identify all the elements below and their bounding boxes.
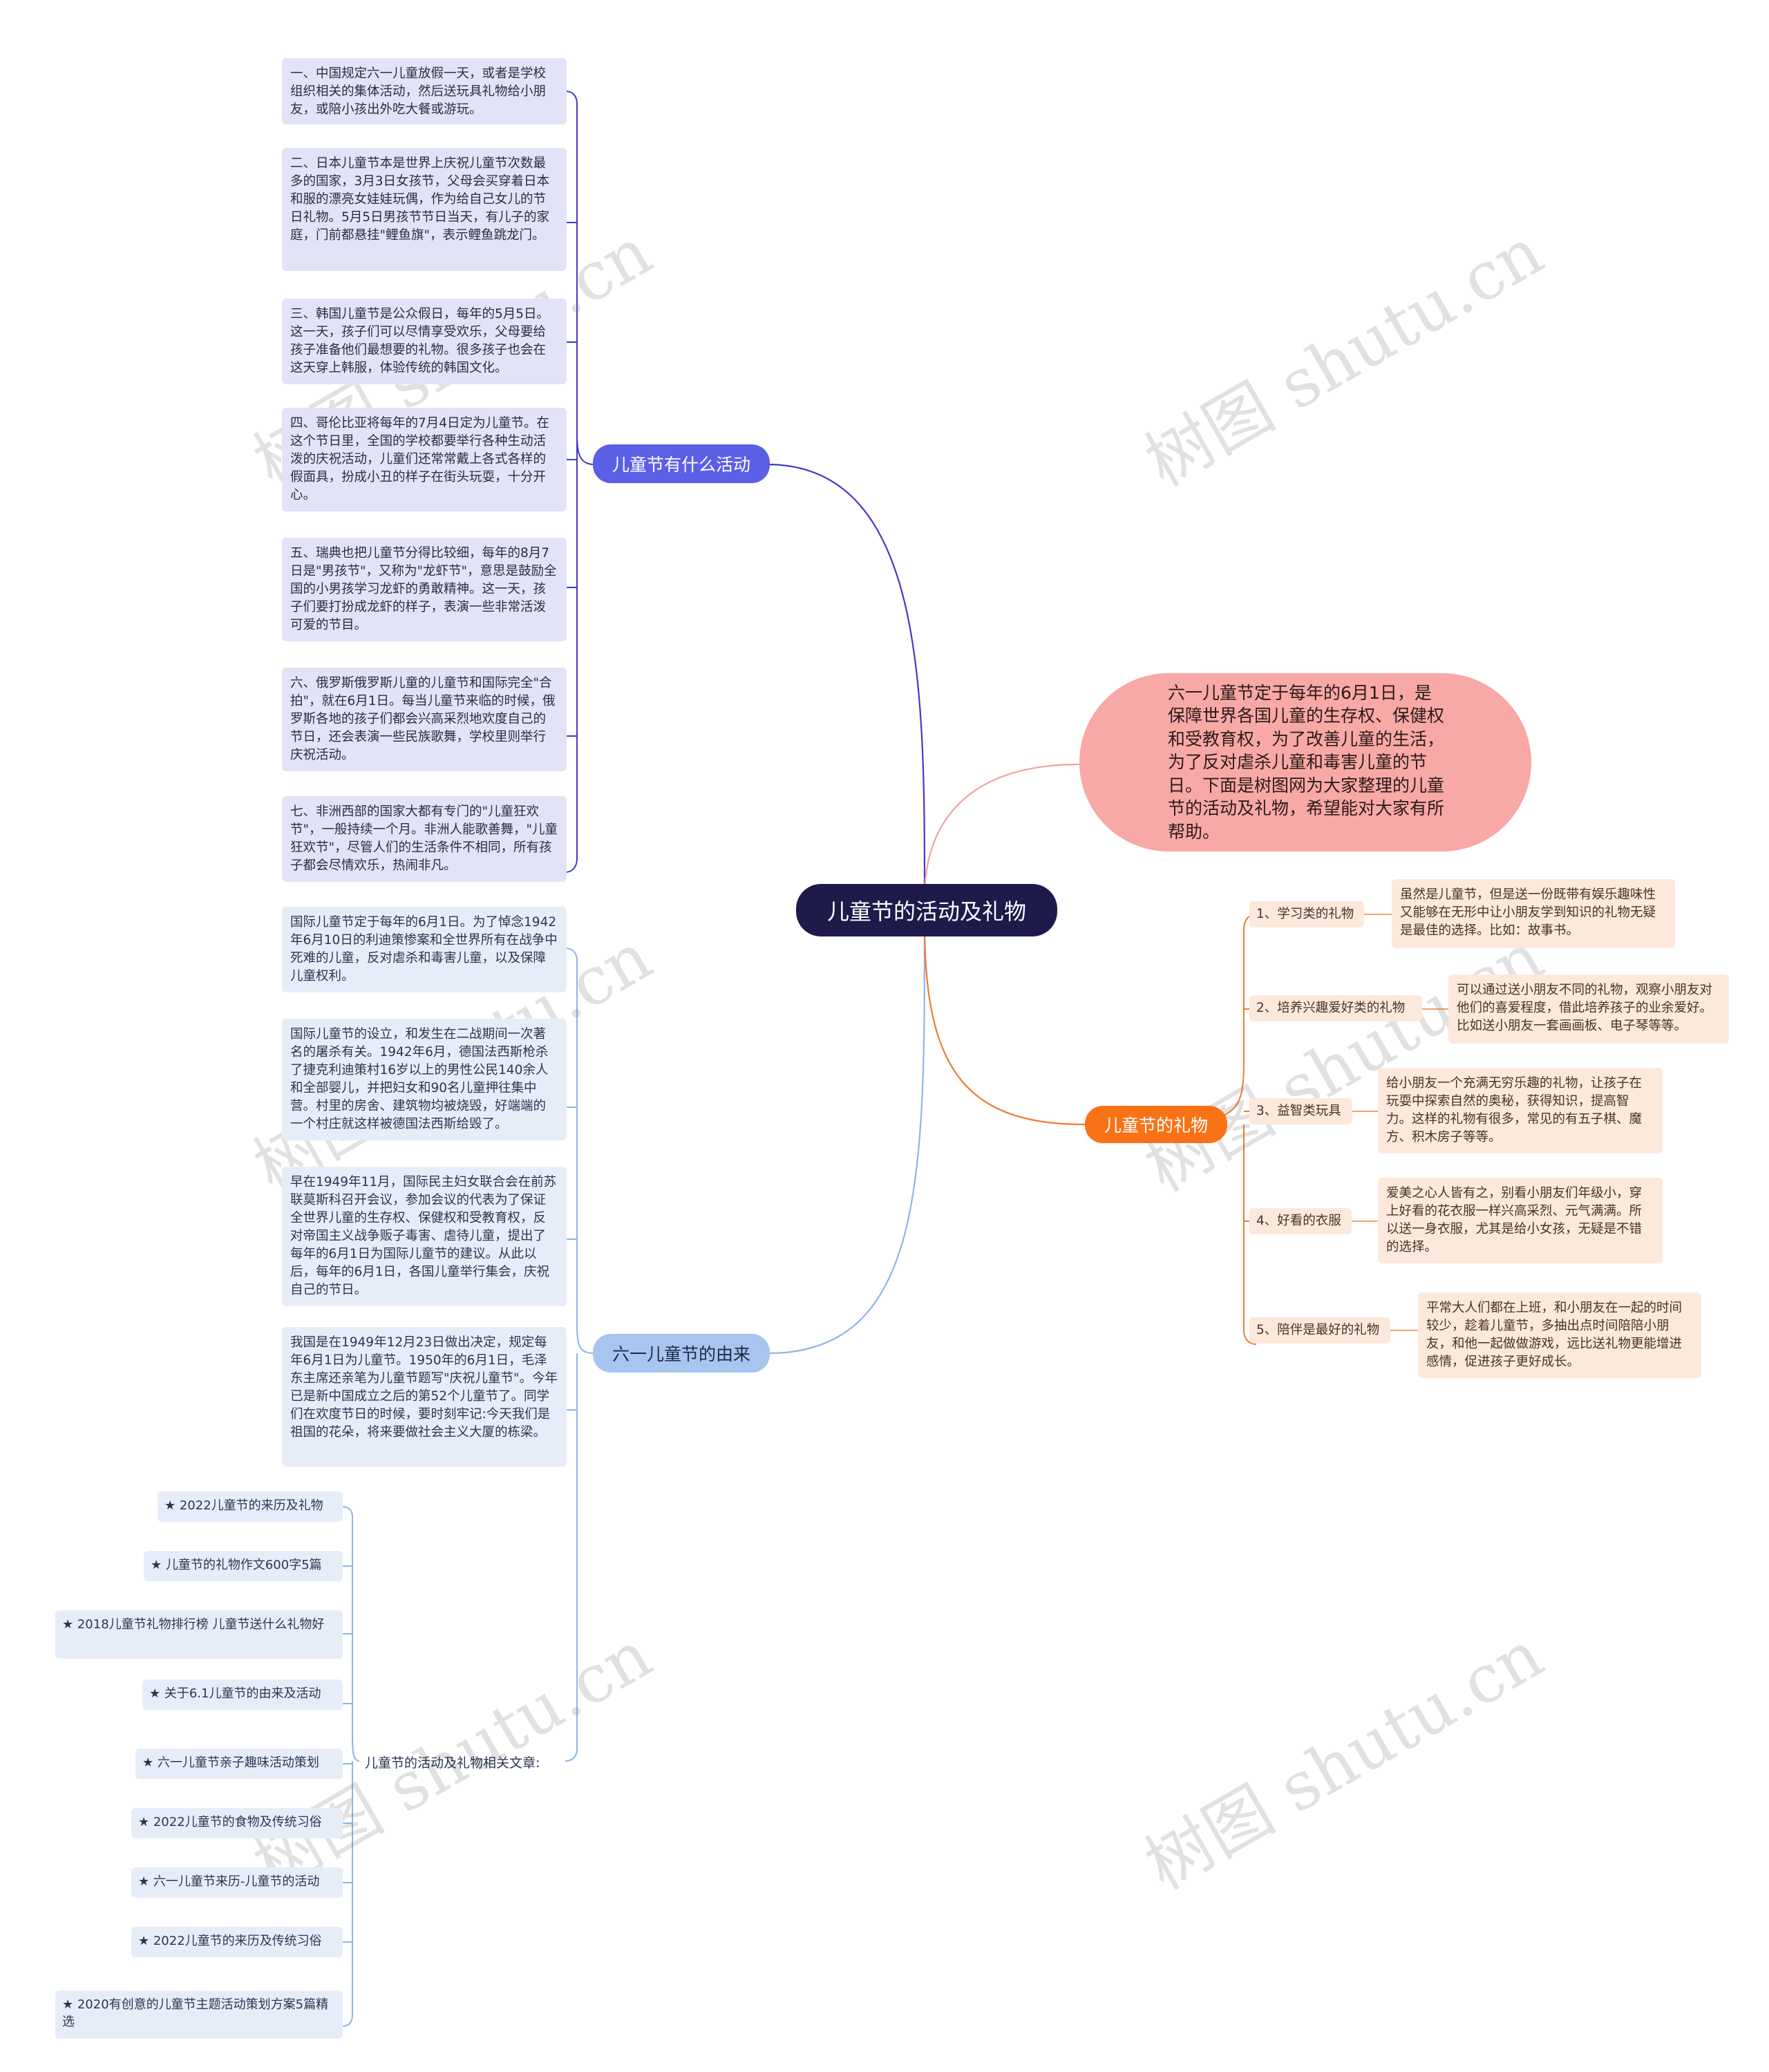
origin-item[interactable]: 国际儿童节定于每年的6月1日。为了悼念1942年6月10日的利迪策惨案和全世界所… [282, 907, 567, 992]
link-root-activities [766, 463, 926, 898]
origin-item[interactable]: 国际儿童节的设立，和发生在二战期间一次著名的屠杀有关。1942年6月，德国法西斯… [282, 1019, 567, 1140]
activity-item[interactable]: 二、日本儿童节本是世界上庆祝儿童节次数最多的国家，3月3日女孩节，父母会买穿着日… [282, 148, 567, 271]
related-article-link[interactable]: ★ 2022儿童节的食物及传统习俗 [131, 1808, 343, 1838]
gift-description[interactable]: 平常大人们都在上班，和小朋友在一起的时间较少，趁着儿童节，多抽出点时间陪陪小朋友… [1418, 1292, 1701, 1378]
gift-title[interactable]: 2、培养兴趣爱好类的礼物 [1249, 995, 1422, 1021]
link-root-gifts [923, 924, 1086, 1126]
gift-title[interactable]: 1、学习类的礼物 [1249, 901, 1364, 927]
intro-text: 六一儿童节定于每年的6月1日，是保障世界各国儿童的生存权、保健权和受教育权，为了… [1168, 682, 1445, 842]
gift-description[interactable]: 爱美之心人皆有之，别看小朋友们年级小，穿上好看的花衣服一样兴高采烈、元气满满。所… [1378, 1178, 1663, 1263]
root-node[interactable]: 儿童节的活动及礼物 [796, 884, 1057, 936]
activity-item[interactable]: 四、哥伦比亚将每年的7月4日定为儿童节。在这个节日里，全国的学校都要举行各种生动… [282, 408, 567, 511]
activity-item[interactable]: 七、非洲西部的国家大都有专门的"儿童狂欢节"，一般持续一个月。非洲人能歌善舞，"… [282, 796, 567, 882]
related-article-link[interactable]: ★ 2020有创意的儿童节主题活动策划方案5篇精选 [55, 1990, 343, 2039]
activity-item[interactable]: 三、韩国儿童节是公众假日，每年的5月5日。这一天，孩子们可以尽情享受欢乐，父母要… [282, 299, 567, 384]
activity-item[interactable]: 五、瑞典也把儿童节分得比较细，每年的8月7日是"男孩节"，又称为"龙虾节"，意思… [282, 538, 567, 641]
related-article-link[interactable]: ★ 六一儿童节来历-儿童节的活动 [131, 1867, 343, 1898]
branch-activities[interactable]: 儿童节有什么活动 [593, 444, 770, 483]
gift-description[interactable]: 可以通过送小朋友不同的礼物，观察小朋友对他们的喜爱程度，借此培养孩子的业余爱好。… [1448, 974, 1729, 1044]
branch-gifts[interactable]: 儿童节的礼物 [1085, 1106, 1227, 1143]
link-root-origin [768, 924, 926, 1355]
related-article-link[interactable]: ★ 儿童节的礼物作文600字5篇 [144, 1551, 343, 1581]
origin-item[interactable]: 我国是在1949年12月23日做出决定，规定每年6月1日为儿童节。1950年的6… [282, 1327, 567, 1467]
related-articles-label: 儿童节的活动及礼物相关文章: [365, 1755, 540, 1771]
related-article-link[interactable]: ★ 六一儿童节亲子趣味活动策划 [135, 1749, 343, 1779]
related-article-link[interactable]: ★ 2018儿童节礼物排行榜 儿童节送什么礼物好 [55, 1610, 343, 1659]
gift-description[interactable]: 给小朋友一个充满无穷乐趣的礼物，让孩子在玩耍中探索自然的奥秘，获得知识，提高智力… [1378, 1068, 1663, 1153]
related-article-link[interactable]: ★ 关于6.1儿童节的由来及活动 [142, 1679, 343, 1710]
link-related-items [341, 1565, 352, 1943]
gift-title[interactable]: 4、好看的衣服 [1249, 1208, 1352, 1234]
link-related-bracket [341, 1506, 360, 2027]
related-article-link[interactable]: ★ 2022儿童节的来历及礼物 [158, 1491, 343, 1522]
branch-origin[interactable]: 六一儿童节的由来 [593, 1334, 770, 1373]
related-article-link[interactable]: ★ 2022儿童节的来历及传统习俗 [131, 1927, 343, 1957]
gift-title[interactable]: 5、陪伴是最好的礼物 [1249, 1317, 1390, 1344]
gift-title[interactable]: 3、益智类玩具 [1249, 1098, 1352, 1124]
intro-node[interactable]: 六一儿童节定于每年的6月1日，是保障世界各国儿童的生存权、保健权和受教育权，为了… [1079, 673, 1531, 851]
gift-description[interactable]: 虽然是儿童节，但是送一份既带有娱乐趣味性又能够在无形中让小朋友学到知识的礼物无疑… [1392, 879, 1675, 948]
link-origin-bracket [565, 948, 594, 1762]
link-origin-items [565, 1106, 577, 1411]
link-root-intro [923, 763, 1080, 898]
activity-item[interactable]: 一、中国规定六一儿童放假一天，或者是学校组织相关的集体活动，然后送玩具礼物给小朋… [282, 58, 567, 124]
link-gift-descs [1350, 914, 1448, 1331]
origin-item[interactable]: 早在1949年11月，国际民主妇女联合会在前苏联莫斯科召开会议，参加会议的代表为… [282, 1167, 567, 1306]
activity-item[interactable]: 六、俄罗斯俄罗斯儿童的儿童节和国际完全"合拍"，就在6月1日。每当儿童节来临的时… [282, 668, 567, 771]
link-activities-items [565, 222, 577, 737]
link-activities-bracket [565, 91, 595, 873]
